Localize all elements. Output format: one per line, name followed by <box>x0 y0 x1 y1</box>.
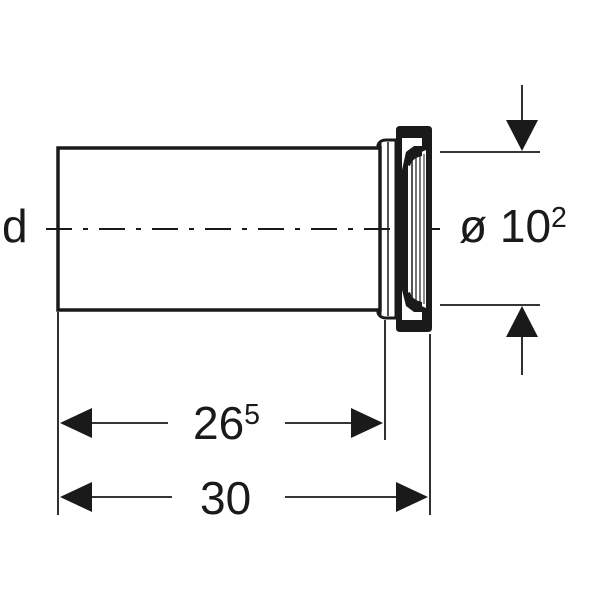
outer-diameter-label: ø 102 <box>459 203 567 249</box>
seal-housing <box>396 126 432 332</box>
arrow-up-icon <box>506 306 538 337</box>
arrow-right-icon <box>396 482 428 512</box>
arrow-right-icon <box>351 408 383 438</box>
arrow-down-icon <box>506 120 538 151</box>
pipe-diameter-label: d <box>2 200 28 252</box>
inner-length-value: 26 <box>193 397 245 449</box>
arrow-left-icon <box>60 408 92 438</box>
inner-length-label: 265 <box>193 400 260 446</box>
outer-diameter-superscript: 2 <box>551 202 567 235</box>
arrow-left-icon <box>60 482 92 512</box>
total-length-label: 30 <box>200 472 252 524</box>
outer-diameter-value: ø 10 <box>459 200 552 252</box>
inner-length-superscript: 5 <box>244 399 261 432</box>
